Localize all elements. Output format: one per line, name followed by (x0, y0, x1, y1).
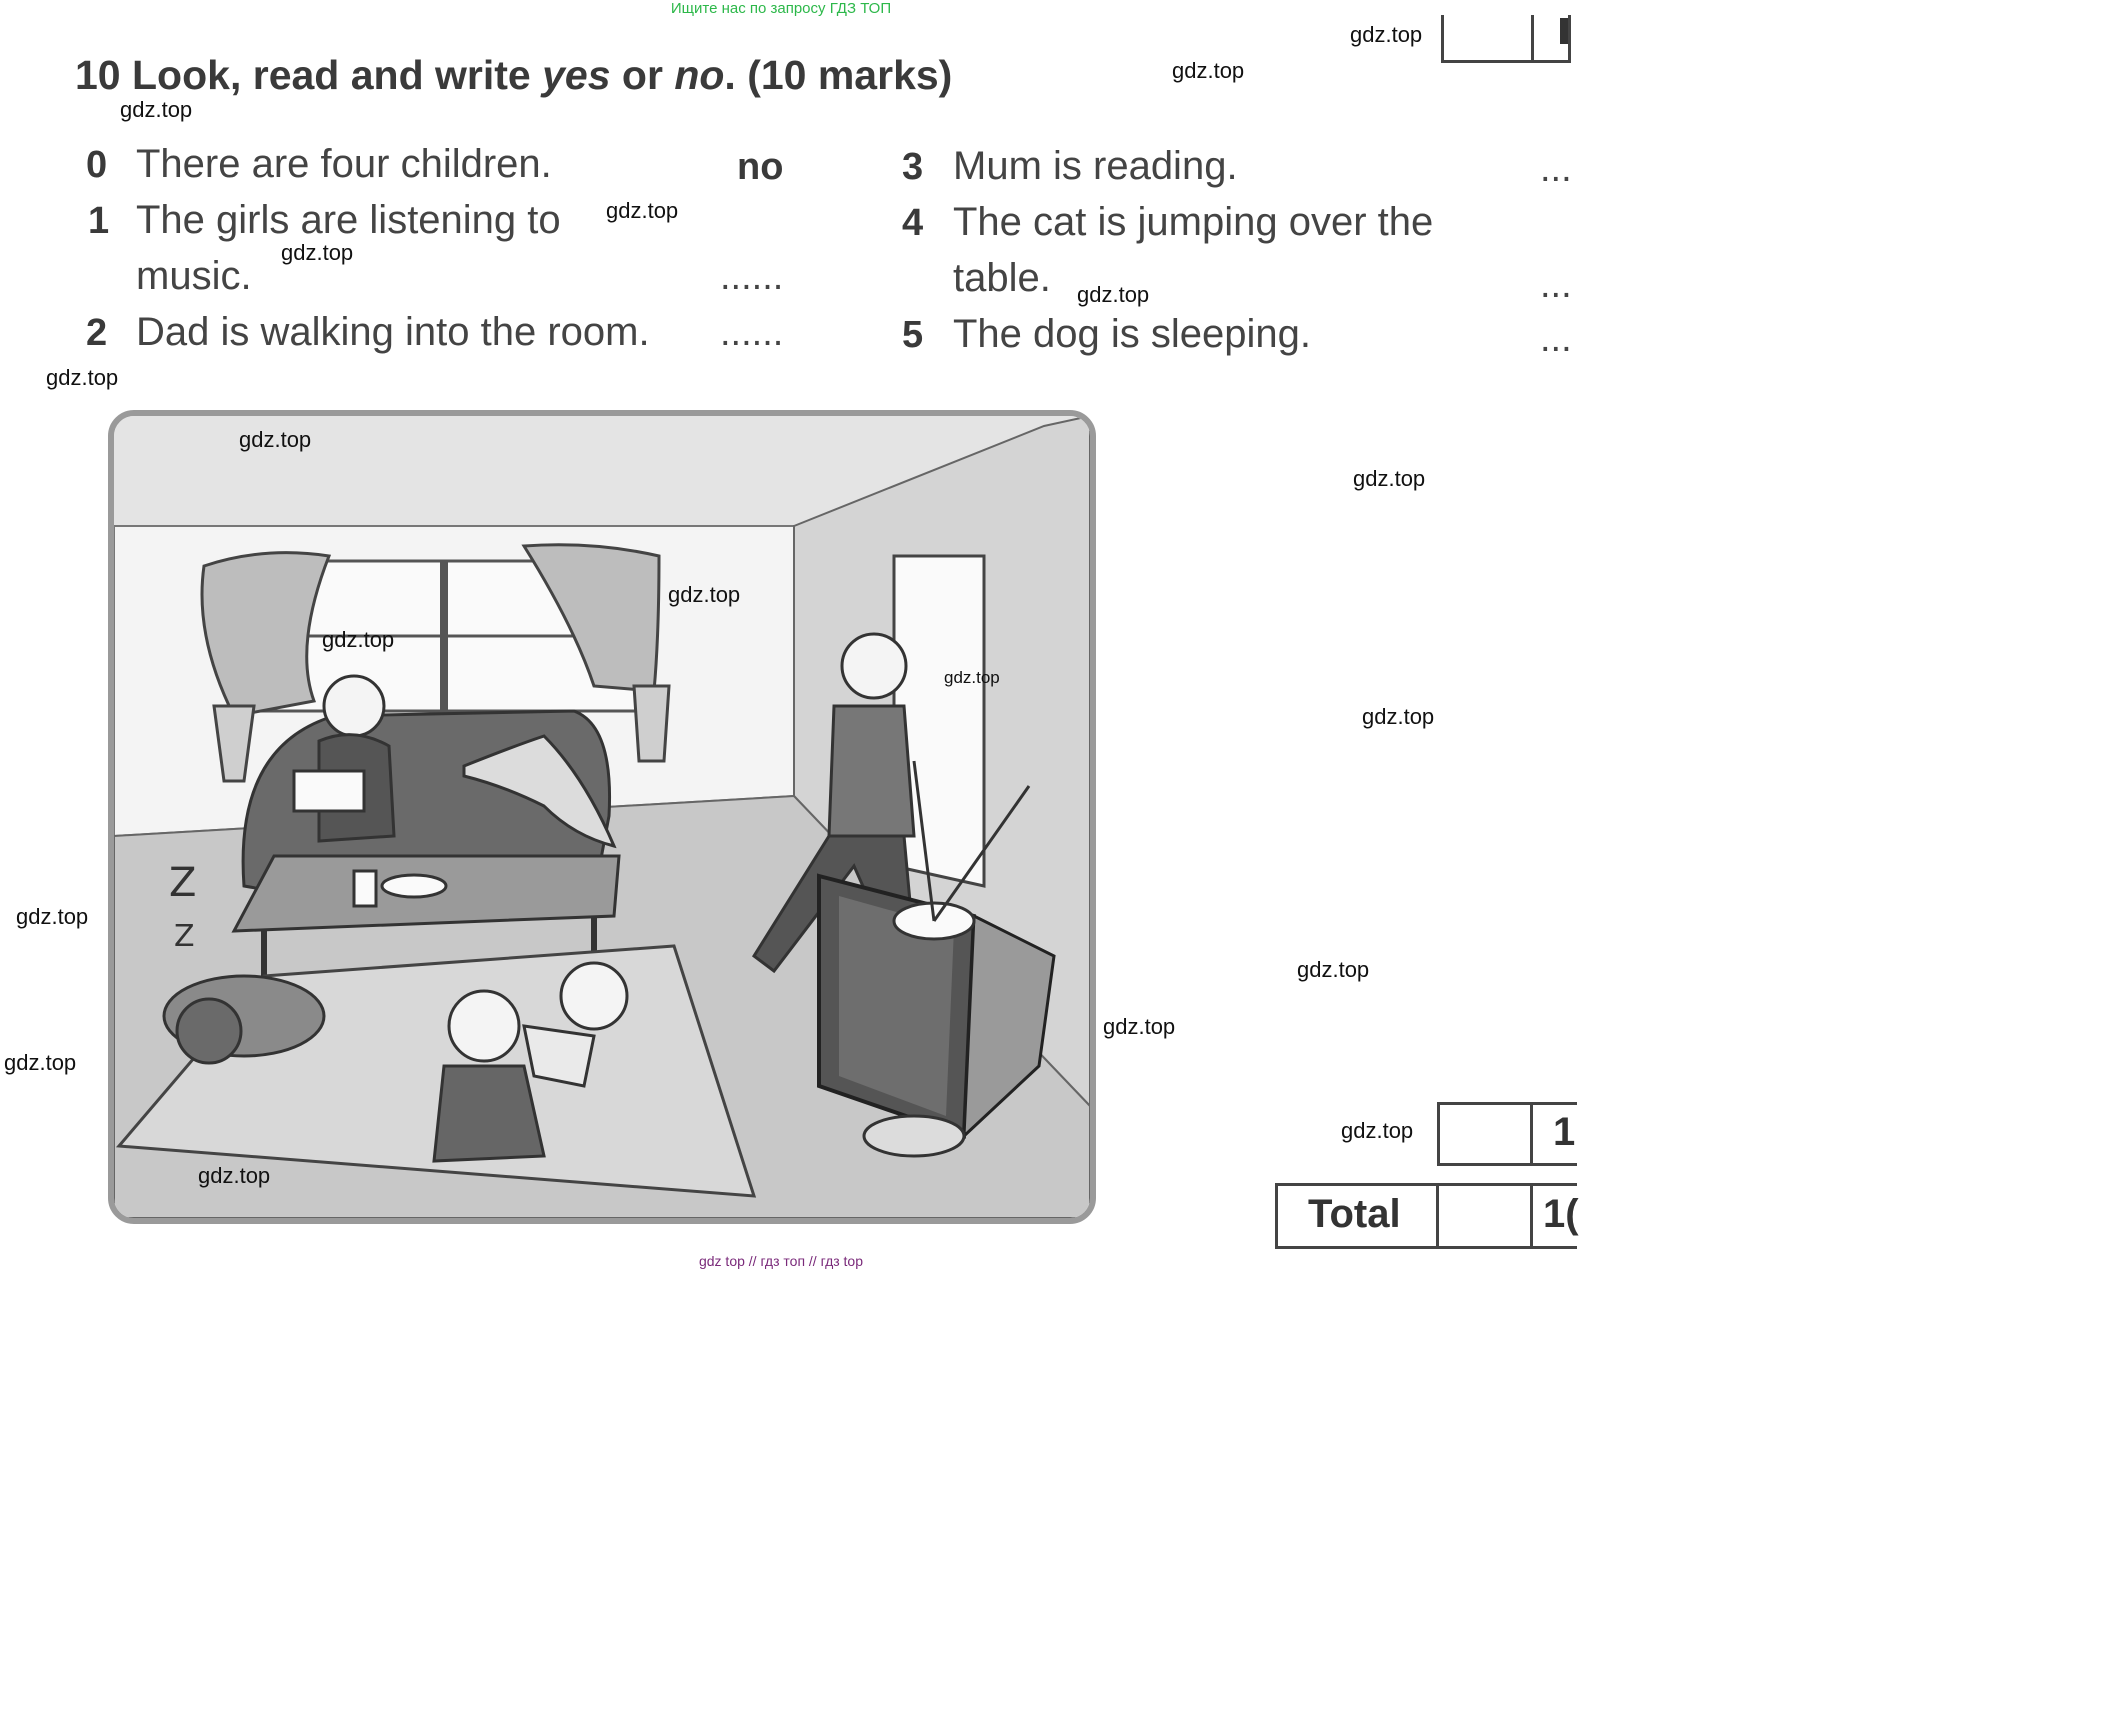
plate-icon (380, 873, 448, 899)
total-box-divider-2 (1530, 1183, 1533, 1249)
question-text: The dog is sleeping. (953, 312, 1312, 356)
sleep-z-icon: Z (169, 860, 196, 906)
girl-1-body-icon (432, 1064, 546, 1163)
watermark: gdz.top (1297, 957, 1370, 982)
watermark: gdz.top (4, 1050, 77, 1075)
question-number: 3 (902, 146, 924, 188)
question-number: 2 (86, 312, 108, 354)
tv-antenna-icon (912, 760, 936, 922)
question-text-cont: music. (136, 254, 252, 298)
watermark: gdz.top (1077, 282, 1150, 307)
curtain-left-icon (200, 551, 332, 718)
girl-1-head-icon (447, 989, 521, 1063)
book-icon (292, 769, 366, 813)
answer-blank[interactable]: ... (1540, 318, 1572, 360)
score-partial: 1 (1553, 1110, 1576, 1154)
total-box-divider (1436, 1183, 1439, 1249)
answer-blank[interactable]: ...... (720, 312, 784, 354)
score-box (1437, 1102, 1577, 1166)
watermark: gdz.top (606, 198, 679, 223)
watermark: gdz.top (1103, 1014, 1176, 1039)
answer-blank[interactable]: ... (1540, 148, 1572, 190)
watermark: gdz.top (1353, 466, 1426, 491)
watermark: gdz.top (944, 668, 1000, 687)
total-label: Total (1308, 1192, 1401, 1236)
title-end: . (10 marks) (724, 52, 953, 98)
girl-2-body-icon (522, 1024, 596, 1088)
cup-icon (352, 869, 378, 908)
answer-blank[interactable]: ... (1540, 264, 1572, 306)
exercise-number: 10 (75, 52, 121, 98)
cat-icon (462, 734, 617, 849)
watermark: gdz.top (198, 1163, 271, 1188)
question-text: The cat is jumping over the (953, 200, 1434, 244)
question-number: 4 (902, 202, 924, 244)
girl-2-head-icon (559, 961, 629, 1031)
watermark: gdz.top (1172, 58, 1245, 83)
question-number: 1 (88, 200, 110, 242)
room-illustration: Z Z (108, 410, 1096, 1224)
question-text: There are four children. (136, 142, 552, 186)
watermark: gdz.top (239, 427, 312, 452)
exercise-title: 10 Look, read and write yes or no. (10 m… (75, 52, 952, 99)
watermark: gdz.top (46, 365, 119, 390)
question-text: Mum is reading. (953, 144, 1238, 188)
footer: gdz top // гдз топ // гдз top (698, 1253, 864, 1269)
question-number: 0 (86, 144, 108, 186)
title-no: no (674, 52, 725, 98)
answer-blank[interactable]: ...... (720, 256, 784, 298)
watermark: gdz.top (1350, 22, 1423, 47)
mark-box-divider (1531, 15, 1534, 60)
room-scene-drawing: Z Z (114, 416, 1090, 1218)
question-text: Dad is walking into the room. (136, 310, 650, 354)
curtain-right-icon (521, 543, 661, 693)
watermark: gdz.top (120, 97, 193, 122)
mark-box-partial (1560, 18, 1568, 44)
banner: Ищите нас по запросу ГДЗ ТОП (670, 0, 892, 17)
answer-example: no (737, 146, 784, 188)
dad-head-icon (840, 632, 908, 700)
watermark: gdz.top (281, 240, 354, 265)
title-yes: yes (542, 52, 611, 98)
svg-text:Z: Z (174, 919, 195, 954)
watermark: gdz.top (16, 904, 89, 929)
watermark: gdz.top (1341, 1118, 1414, 1143)
mum-head-icon (322, 674, 386, 738)
score-box-divider (1530, 1102, 1533, 1166)
watermark: gdz.top (668, 582, 741, 607)
dad-body-icon (827, 704, 916, 838)
mark-box-top (1441, 15, 1571, 63)
total-box (1275, 1183, 1577, 1249)
question-number: 5 (902, 314, 924, 356)
title-start: Look, read and write (132, 52, 543, 98)
question-text: The girls are listening to (136, 198, 561, 242)
title-or: or (610, 52, 675, 98)
watermark: gdz.top (322, 627, 395, 652)
total-partial: 1( (1543, 1192, 1579, 1236)
watermark: gdz.top (1362, 704, 1435, 729)
question-text-cont: table. (953, 256, 1051, 300)
